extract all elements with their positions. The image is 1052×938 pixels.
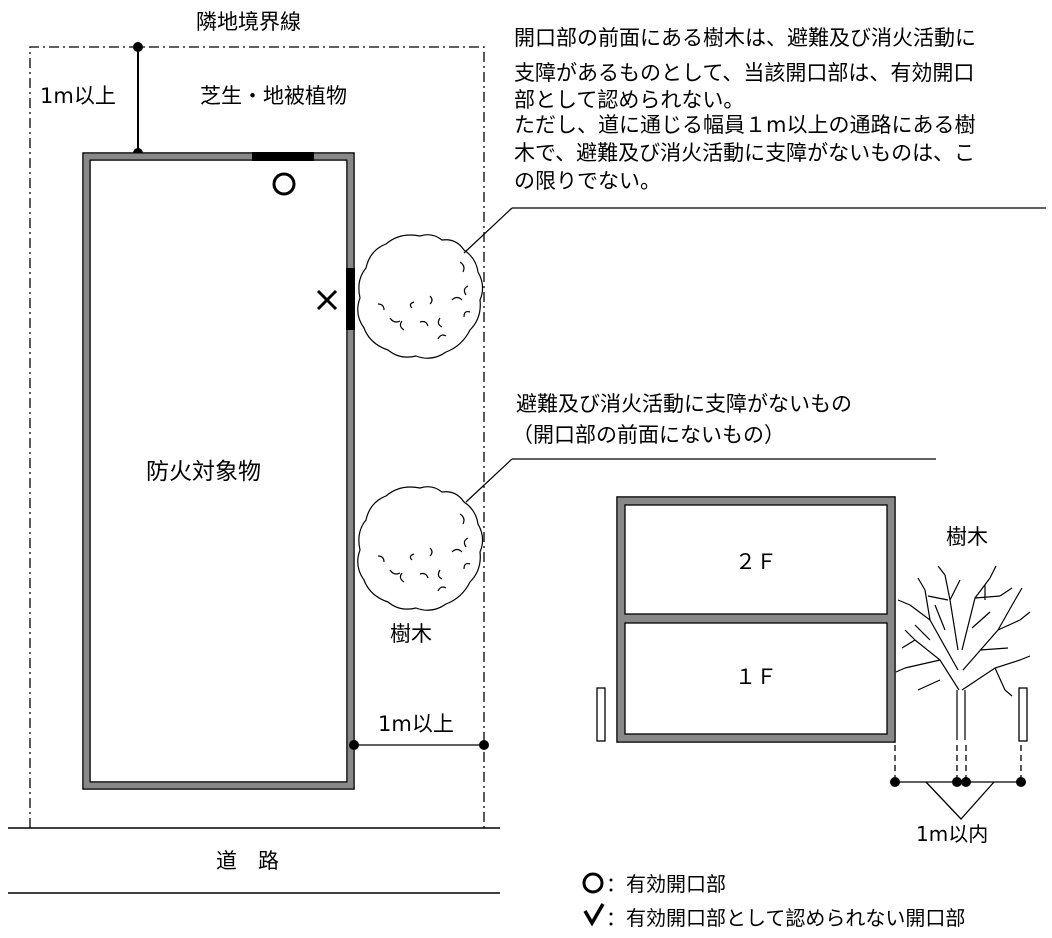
top-distance-label: 1m以上 — [40, 84, 116, 108]
lawn-label: 芝生・地被植物 — [200, 84, 347, 108]
elevation-building — [616, 496, 896, 743]
elevation-distance-marker — [890, 745, 1026, 820]
leader-blocked — [463, 207, 513, 254]
floor2-label: ２Ｆ — [735, 550, 777, 574]
note-blocked: 開口部の前面にある樹木は、避難及び消火活動に 支障があるものとして、当該開口部は… — [514, 26, 976, 193]
note-blocked-line: 開口部の前面にある樹木は、避難及び消火活動に — [514, 26, 976, 50]
building-outline — [82, 152, 355, 790]
note-blocked-line: の限りでない。 — [514, 169, 661, 193]
right-distance-marker — [349, 740, 489, 750]
legend-invalid-text: ：有効開口部として認められない開口部 — [606, 906, 965, 930]
legend-valid-text: ：有効開口部 — [606, 872, 726, 896]
note-blocked-line: 支障があるものとして、当該開口部は、有効開口 — [514, 61, 974, 85]
road-label: 道 路 — [216, 849, 279, 873]
boundary-line — [29, 46, 485, 828]
note-ok-line: 避難及び消火活動に支障がないもの — [516, 392, 852, 416]
note-blocked-line: 部として認められない。 — [514, 88, 744, 112]
note-ok: 避難及び消火活動に支障がないもの （開口部の前面にないもの） — [512, 392, 852, 447]
tree-clear — [357, 486, 484, 611]
valid-opening-mark — [272, 172, 296, 196]
legend-valid-icon — [582, 872, 604, 894]
bare-tree — [895, 565, 1031, 740]
valid-opening — [252, 152, 314, 161]
tree-elev-label: 樹木 — [946, 525, 988, 549]
leader-ok — [465, 458, 513, 503]
tree-plan-label: 樹木 — [390, 622, 432, 646]
note-ok-line: （開口部の前面にないもの） — [512, 423, 785, 447]
blocked-opening — [346, 268, 355, 330]
legend: ：有効開口部 ：有効開口部として認められない開口部 — [582, 872, 965, 930]
blocked-opening-mark — [316, 289, 338, 311]
note-blocked-line: 木で、避難及び消火活動に支障がないものは、こ — [514, 141, 975, 165]
building-label: 防火対象物 — [146, 459, 261, 485]
tree-blocking — [357, 234, 484, 359]
boundary-label: 隣地境界線 — [196, 10, 301, 34]
post-right — [1018, 687, 1028, 742]
note-blocked-line: ただし、道に通じる幅員１m以上の通路にある樹 — [514, 113, 975, 137]
top-distance-marker — [133, 42, 143, 158]
elevation-distance-label: 1m以内 — [916, 822, 988, 846]
post-left — [596, 687, 606, 742]
legend-invalid-icon — [583, 903, 605, 927]
right-distance-label: 1m以上 — [378, 712, 454, 736]
floor1-label: １Ｆ — [735, 665, 777, 689]
